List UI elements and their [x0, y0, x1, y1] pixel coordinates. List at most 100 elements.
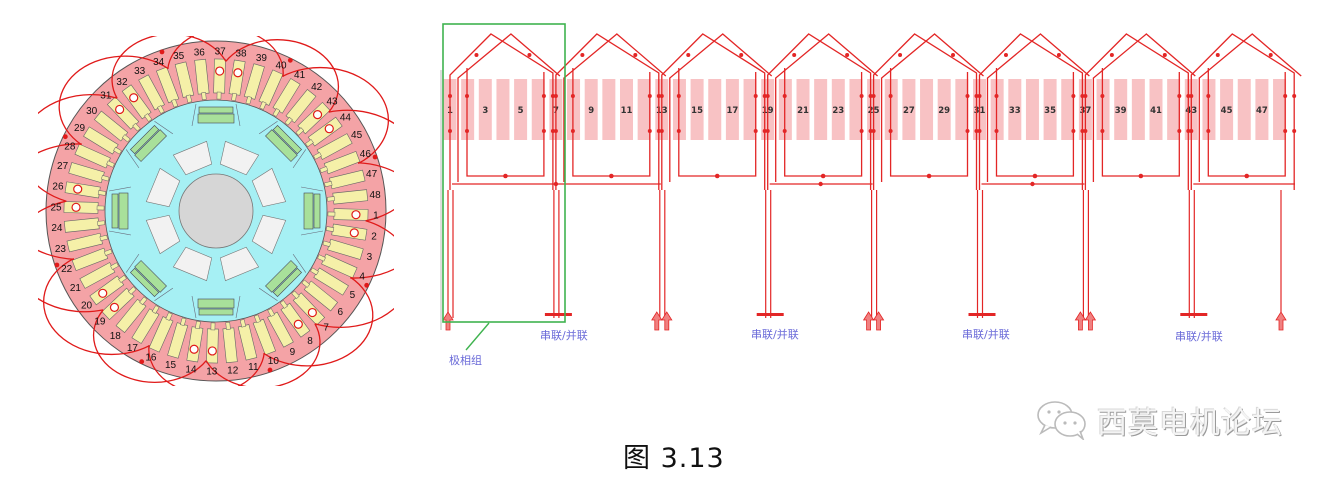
stator-slot	[237, 319, 258, 361]
phase-group-box	[442, 23, 566, 323]
rotor-magnet	[108, 186, 132, 236]
slot-number-label: 10	[268, 356, 280, 367]
slot-number-label: 40	[276, 60, 288, 71]
winding-slot-label: 29	[938, 106, 950, 116]
series-parallel-label-3: 串联/并联	[962, 328, 1010, 341]
stator-slot	[74, 143, 115, 169]
slot-number-label: 48	[370, 190, 382, 201]
slot-number-label: 15	[165, 360, 177, 371]
rotor-magnet	[125, 253, 174, 302]
winding-slot-label: 27	[903, 106, 915, 116]
winding-slot-label: 3	[482, 106, 488, 116]
series-parallel-bus-bar[interactable]	[1180, 313, 1208, 316]
slot-number-label: 29	[74, 123, 86, 134]
slot-band	[1237, 79, 1251, 140]
stator-slot	[258, 69, 284, 110]
winding-slot-label: 5	[518, 106, 524, 116]
slot-band	[1008, 79, 1022, 140]
slot-number-label: 7	[323, 323, 329, 334]
slot-number-label: 34	[153, 57, 165, 68]
winding-slot-label: 21	[797, 106, 809, 116]
stator-slot	[267, 308, 294, 348]
slot-band	[955, 79, 969, 140]
terminal-marker	[307, 307, 317, 318]
slot-number-label: 44	[340, 112, 352, 123]
stator-slot	[106, 96, 141, 132]
pole-coil-group	[765, 33, 879, 190]
slot-number-label: 20	[81, 301, 93, 312]
winding-slot-label: 23	[832, 106, 844, 116]
lead-terminal-arrow-icon	[872, 311, 885, 331]
stator-slot	[71, 247, 113, 271]
pole-coil-group	[448, 33, 561, 190]
slot-band	[620, 79, 633, 140]
terminal-marker	[98, 288, 108, 298]
stator-slot	[138, 74, 165, 114]
stator-slot	[324, 169, 366, 190]
stator-slot	[284, 88, 317, 126]
slot-number-label: 41	[294, 70, 306, 81]
slot-band	[1167, 79, 1181, 140]
lead-terminal-arrow-icon	[661, 311, 673, 331]
slot-number-label: 11	[248, 362, 259, 373]
slot-number-label: 8	[307, 336, 313, 347]
stator-slot	[252, 314, 276, 356]
stator-slot	[156, 66, 180, 108]
slot-band	[496, 79, 510, 140]
slot-number-label: 6	[338, 307, 344, 318]
slot-number-label: 31	[100, 90, 112, 101]
slot-band	[514, 79, 528, 140]
rotor-cutout	[145, 214, 181, 255]
stator-slot	[228, 59, 246, 101]
rotor-shaft	[178, 173, 254, 249]
terminal-marker	[207, 346, 217, 356]
terminal-marker	[215, 66, 225, 76]
slot-band	[1025, 79, 1039, 140]
slot-band	[602, 79, 616, 140]
slot-number-label: 16	[145, 353, 157, 364]
slot-band	[725, 79, 739, 140]
stator-slot	[64, 181, 106, 199]
series-parallel-label-4: 串联/并联	[1175, 330, 1223, 343]
slot-band	[1061, 79, 1075, 140]
series-parallel-bus-bar[interactable]	[544, 313, 572, 316]
slot-number-label: 9	[290, 347, 296, 358]
slot-band	[1255, 79, 1269, 140]
slot-number-label: 35	[173, 51, 185, 62]
series-parallel-bus-bar[interactable]	[756, 313, 784, 316]
slot-number-label: 12	[227, 366, 239, 377]
terminal-marker	[109, 302, 120, 312]
slot-band	[920, 79, 934, 140]
pole-coil-group	[553, 33, 667, 190]
slot-number-label: 36	[194, 47, 206, 58]
stator-slot	[121, 84, 153, 122]
slot-band	[1131, 79, 1145, 140]
rotor-magnet	[258, 120, 307, 169]
stator-slot	[317, 253, 358, 279]
slot-number-label: 25	[50, 202, 62, 213]
slot-number-label: 14	[185, 365, 197, 376]
slot-band	[814, 79, 828, 140]
slot-band	[796, 79, 810, 140]
slot-number-label: 22	[61, 264, 73, 275]
series-parallel-label-2: 串联/并联	[751, 328, 799, 341]
stator-slot	[131, 305, 160, 344]
stator-slot	[167, 317, 189, 359]
stator-slot	[326, 189, 369, 205]
stator-slot	[222, 321, 238, 364]
pole-coil-group	[977, 33, 1090, 190]
slot-number-label: 43	[326, 96, 338, 107]
terminal-marker	[189, 344, 199, 354]
slot-band	[531, 79, 545, 140]
series-parallel-bus-bar[interactable]	[968, 313, 996, 316]
figure-caption: 图 3.13	[623, 443, 725, 474]
slot-number-label: 47	[366, 169, 378, 180]
lead-terminal-arrow-icon	[651, 311, 663, 331]
stator-slot	[326, 223, 368, 241]
winding-slot-label: 39	[1115, 106, 1127, 116]
rotor-cutout	[251, 214, 287, 255]
stator-slot	[101, 286, 137, 321]
slot-band	[1220, 79, 1234, 140]
winding-slot-label: 33	[1009, 106, 1021, 116]
